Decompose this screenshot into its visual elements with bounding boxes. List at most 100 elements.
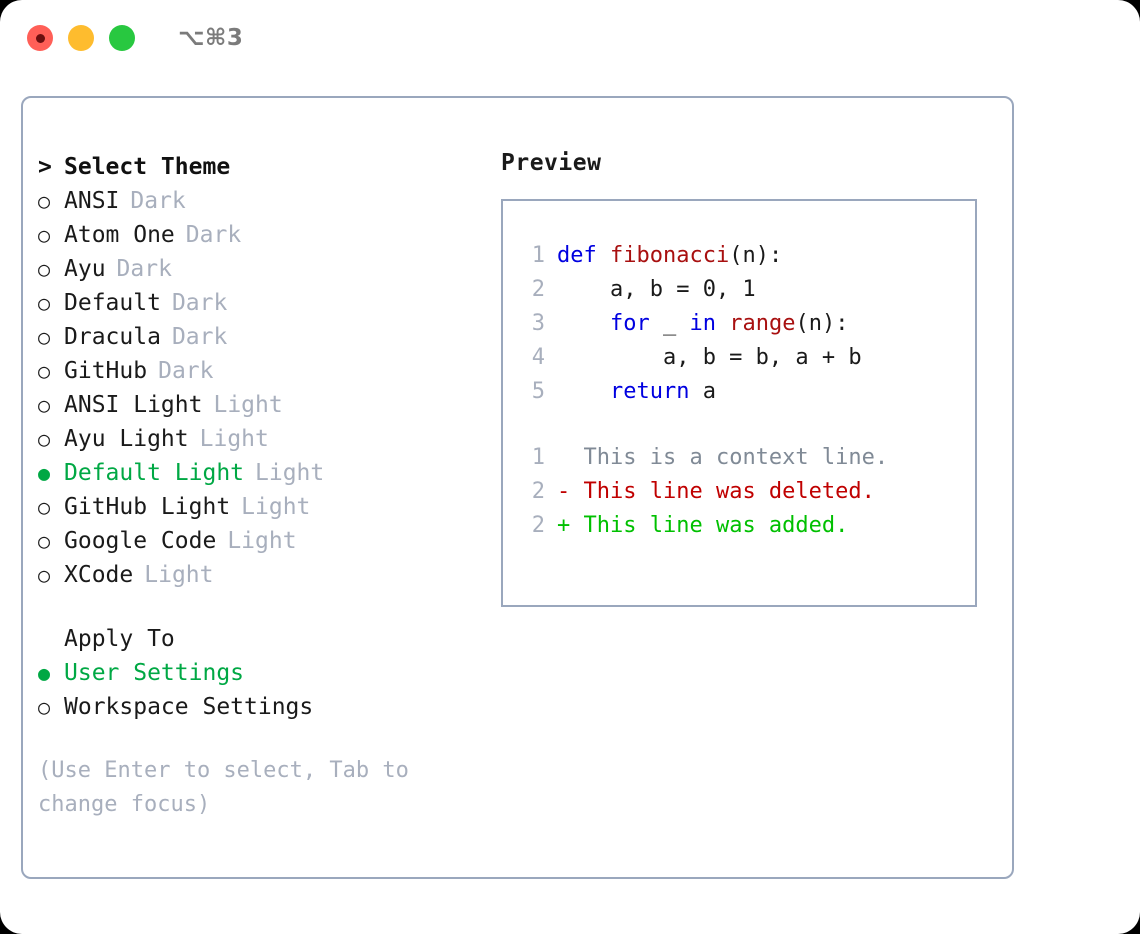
preview-title: Preview (501, 150, 602, 176)
theme-variant-tag: Dark (185, 222, 242, 248)
code-token-kw: def (557, 243, 610, 268)
code-token-plain (557, 379, 610, 404)
diff-spacer (517, 409, 975, 441)
theme-name-label: Ayu (64, 256, 106, 282)
line-number: 2 (531, 513, 545, 538)
code-token-plain (716, 311, 729, 336)
close-button[interactable] (27, 25, 53, 51)
code-token-plain: _ (649, 311, 690, 336)
theme-name-label: ANSI Light (64, 392, 203, 418)
apply-to-list: ●User Settings ○ Workspace Settings (38, 656, 478, 724)
code-text: a, b = b, a + b (557, 341, 862, 375)
theme-name-label: GitHub (64, 358, 148, 384)
theme-name-label: Default Light (64, 460, 245, 486)
code-line: 3 for _ in range(n): (517, 307, 975, 341)
theme-variant-tag: Dark (171, 324, 228, 350)
theme-name-label: Google Code (64, 528, 217, 554)
theme-name-label: Default (64, 290, 161, 316)
radio-selected-icon: ● (38, 661, 51, 685)
radio-unselected-icon: ○ (38, 563, 51, 587)
line-number: 2 (531, 479, 545, 504)
apply-to-item[interactable]: ●User Settings (38, 656, 478, 690)
theme-name-label: ANSI (64, 188, 120, 214)
radio-unselected-icon: ○ (38, 393, 51, 417)
apply-to-item[interactable]: ○ Workspace Settings (38, 690, 478, 724)
title-bar: ⌥⌘3 (0, 0, 1140, 76)
code-token-kw: for (609, 311, 650, 336)
select-theme-heading: > Select Theme (38, 150, 478, 184)
code-token-plain (557, 311, 610, 336)
code-text: def fibonacci(n): (557, 239, 782, 273)
diff-sign: + (557, 513, 584, 538)
pane-spacer (38, 592, 478, 622)
radio-unselected-icon: ○ (38, 223, 51, 247)
apply-to-title: Apply To (64, 626, 175, 652)
line-number: 2 (531, 277, 545, 302)
maximize-button[interactable] (109, 25, 135, 51)
radio-selected-icon: ● (38, 461, 51, 485)
diff-line: 2- This line was deleted. (517, 475, 975, 509)
line-number: 4 (531, 345, 545, 370)
line-number: 3 (531, 311, 545, 336)
code-text: a, b = 0, 1 (557, 273, 756, 307)
code-text: return a (557, 375, 716, 409)
theme-variant-tag: Light (213, 392, 283, 418)
theme-list-item[interactable]: ○ Google Code Light (38, 524, 478, 558)
code-token-plain: a, b = b, a + b (557, 345, 862, 370)
theme-variant-tag: Light (227, 528, 297, 554)
diff-line: 2+ This line was added. (517, 509, 975, 543)
keyboard-hint-text: (Use Enter to select, Tab to change focu… (38, 758, 409, 817)
code-text: for _ in range(n): (557, 307, 848, 341)
radio-unselected-icon: ○ (38, 695, 51, 719)
diff-sign (557, 441, 584, 475)
theme-list-item[interactable]: ○ ANSI Light Light (38, 388, 478, 422)
code-token-kw: return (609, 379, 690, 404)
code-token-fn: fibonacci (609, 243, 730, 268)
radio-unselected-icon: ○ (38, 529, 51, 553)
code-token-fn: range (729, 311, 796, 336)
keyboard-shortcut-label: ⌥⌘3 (178, 25, 244, 51)
theme-list-item[interactable]: ○ Default Dark (38, 286, 478, 320)
theme-name-label: Dracula (64, 324, 161, 350)
code-line: 5 return a (517, 375, 975, 409)
code-token-plain: a, b = 0, 1 (557, 277, 756, 302)
diff-text: This line was deleted. (583, 479, 875, 504)
diff-line: 1 This is a context line. (517, 441, 975, 475)
theme-variant-tag: Dark (130, 188, 186, 214)
radio-unselected-icon: ○ (38, 427, 51, 451)
radio-unselected-icon: ○ (38, 359, 51, 383)
theme-name-label: GitHub Light (64, 494, 231, 520)
theme-variant-tag: Light (199, 426, 269, 452)
radio-unselected-icon: ○ (38, 291, 51, 315)
theme-variant-tag: Light (144, 562, 214, 588)
code-line: 4 a, b = b, a + b (517, 341, 975, 375)
theme-list-item[interactable]: ○ Atom One Dark (38, 218, 478, 252)
line-number: 1 (531, 445, 545, 470)
diff-text: This is a context line. (583, 445, 889, 470)
apply-to-label: Workspace Settings (64, 694, 314, 720)
code-line: 2 a, b = 0, 1 (517, 273, 975, 307)
select-theme-title: Select Theme (64, 154, 231, 180)
window-controls (27, 25, 135, 51)
prompt-caret-icon: > (38, 154, 52, 180)
theme-name-label: Atom One (64, 222, 175, 248)
minimize-button[interactable] (68, 25, 94, 51)
recording-dot-icon (35, 33, 45, 43)
theme-variant-tag: Dark (171, 290, 228, 316)
diff-sample: 1 This is a context line.2- This line wa… (517, 441, 975, 543)
code-token-plain: (n): (795, 311, 849, 336)
code-token-plain: (n): (729, 243, 783, 268)
